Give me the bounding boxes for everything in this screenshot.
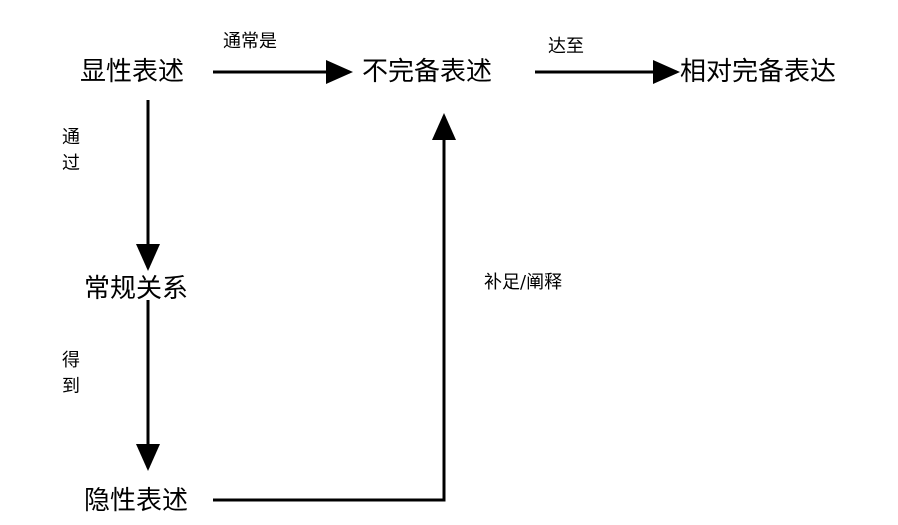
edge-label-through-char-2: 过 [62, 153, 80, 174]
edge-label-reach: 达至 [548, 36, 584, 57]
edge-label-obtain: 得 到 [62, 352, 80, 404]
edge-label-obtain-char-1: 得 [62, 350, 80, 371]
node-explicit-expression: 显性表述 [80, 57, 185, 87]
edge-label-through-char-1: 通 [62, 127, 80, 148]
node-relative-complete-expression: 相对完备表达 [680, 57, 837, 87]
edge-label-through: 通 过 [62, 129, 80, 181]
node-implicit-expression: 隐性表述 [84, 486, 189, 516]
node-incomplete-expression: 不完备表述 [362, 57, 493, 87]
edge-label-obtain-char-2: 到 [62, 376, 80, 397]
node-conventional-relation: 常规关系 [84, 274, 189, 304]
edge-label-supplement-explain: 补足/阐释 [484, 272, 563, 293]
arrow-implicit-to-incomplete [213, 113, 456, 502]
edge-label-usually-is: 通常是 [223, 31, 277, 52]
